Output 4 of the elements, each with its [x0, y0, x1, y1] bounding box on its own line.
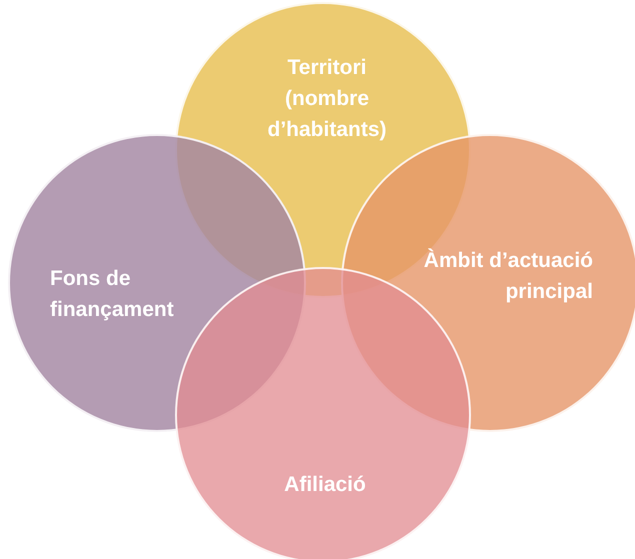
- circle-label: Àmbit d’actuació principal: [422, 247, 593, 305]
- circle-label: Afiliació: [283, 472, 367, 498]
- circle-label: Territori (nombre d’habitants): [266, 55, 388, 143]
- circle-label: Fons de finançament: [50, 266, 175, 323]
